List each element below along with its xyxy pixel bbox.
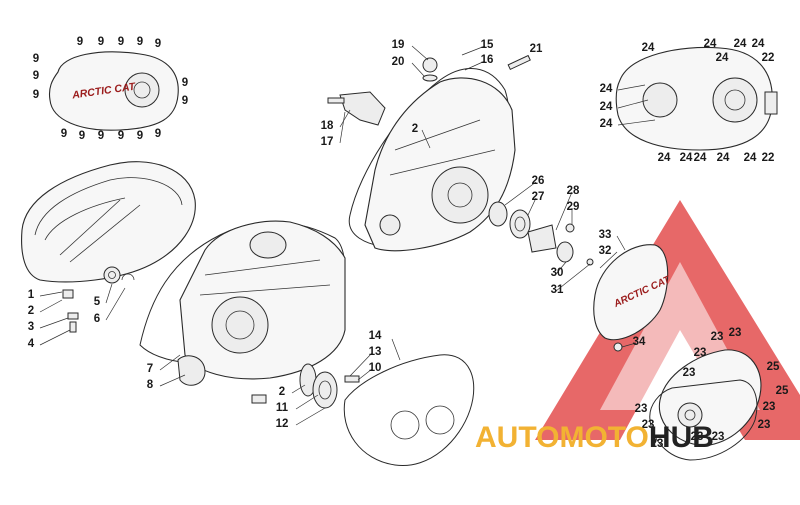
part-label-31: 31 [551, 284, 564, 296]
part-label-23: 23 [691, 431, 704, 443]
part-label-24: 24 [694, 152, 707, 164]
cvt-outer-cover [615, 46, 778, 151]
part-label-2: 2 [279, 386, 285, 398]
part-label-20: 20 [392, 56, 405, 68]
part-label-33: 33 [599, 229, 612, 241]
part-label-9: 9 [79, 130, 85, 142]
bearing-set-center [299, 363, 360, 409]
part-label-22: 22 [762, 52, 775, 64]
part-label-25: 25 [767, 361, 780, 373]
part-label-23: 23 [711, 331, 724, 343]
part-label-28: 28 [567, 185, 580, 197]
watermark-auto-moto: AUTOMOTO [475, 421, 649, 454]
watermark-hub: HUB [649, 421, 714, 454]
stator-plate [649, 349, 762, 461]
part-label-23: 23 [694, 347, 707, 359]
part-label-14: 14 [369, 330, 382, 342]
watermark-text: AUTOMOTOHUB [475, 421, 714, 454]
cover-gasket [343, 354, 475, 467]
part-label-1: 1 [28, 289, 35, 301]
part-label-19: 19 [392, 39, 405, 51]
part-label-9: 9 [155, 128, 161, 140]
part-label-23: 23 [635, 403, 648, 415]
svg-text:AUTOMOTOHUB: AUTOMOTOHUB [475, 421, 714, 454]
part-label-5: 5 [94, 296, 101, 308]
part-label-24: 24 [642, 42, 655, 54]
part-label-24: 24 [658, 152, 671, 164]
part-label-9: 9 [98, 36, 104, 48]
part-label-10: 10 [369, 362, 382, 374]
part-label-23: 23 [729, 327, 742, 339]
part-label-17: 17 [321, 136, 334, 148]
crankcase-right [348, 54, 531, 252]
part-label-9: 9 [182, 77, 188, 89]
part-label-34: 34 [633, 336, 646, 348]
part-label-24: 24 [600, 101, 613, 113]
part-label-23: 23 [683, 367, 696, 379]
clutch-cover [21, 161, 196, 333]
part-label-16: 16 [481, 54, 494, 66]
part-label-24: 24 [734, 38, 747, 50]
part-label-24: 24 [600, 118, 613, 130]
part-label-25: 25 [776, 385, 789, 397]
part-label-9: 9 [61, 128, 67, 140]
part-label-9: 9 [33, 70, 39, 82]
magneto-cover: ARCTIC CAT [593, 244, 673, 352]
part-label-24: 24 [680, 152, 693, 164]
part-label-26: 26 [532, 175, 545, 187]
part-label-13: 13 [369, 346, 382, 358]
part-label-7: 7 [147, 363, 153, 375]
part-label-11: 11 [276, 402, 289, 414]
part-label-12: 12 [276, 418, 289, 430]
part-label-24: 24 [716, 52, 729, 64]
part-label-9: 9 [98, 130, 104, 142]
part-label-3: 3 [28, 321, 34, 333]
leader-lines [39, 45, 656, 426]
part-label-15: 15 [481, 39, 494, 51]
part-label-2: 2 [28, 305, 34, 317]
part-label-8: 8 [147, 379, 154, 391]
part-label-9: 9 [77, 36, 83, 48]
part-label-6: 6 [94, 313, 100, 325]
crankcase-left [139, 220, 346, 404]
part-label-9: 9 [182, 95, 188, 107]
part-label-18: 18 [321, 120, 334, 132]
part-label-24: 24 [717, 152, 730, 164]
part-label-24: 24 [704, 38, 717, 50]
part-label-9: 9 [118, 130, 124, 142]
part-label-9: 9 [137, 130, 143, 142]
part-label-29: 29 [567, 201, 580, 213]
part-label-22: 22 [762, 152, 775, 164]
bracket [327, 91, 386, 126]
part-label-24: 24 [752, 38, 765, 50]
part-label-9: 9 [137, 36, 143, 48]
part-label-2: 2 [412, 123, 418, 135]
part-label-30: 30 [551, 267, 564, 279]
part-label-24: 24 [600, 83, 613, 95]
part-label-9: 9 [155, 38, 161, 50]
bearing-set-right [488, 201, 594, 266]
belt-cover-top: ARCTIC CAT [48, 51, 179, 131]
part-label-9: 9 [118, 36, 124, 48]
part-label-23: 23 [642, 419, 655, 431]
part-label-23: 23 [763, 401, 776, 413]
part-label-9: 9 [33, 53, 39, 65]
part-label-9: 9 [33, 89, 39, 101]
part-label-27: 27 [532, 191, 545, 203]
part-label-4: 4 [28, 338, 35, 350]
part-label-23: 23 [758, 419, 771, 431]
part-label-23: 23 [651, 438, 664, 450]
part-label-21: 21 [530, 43, 543, 55]
part-label-32: 32 [599, 245, 612, 257]
part-label-24: 24 [744, 152, 757, 164]
part-label-23: 23 [712, 431, 725, 443]
